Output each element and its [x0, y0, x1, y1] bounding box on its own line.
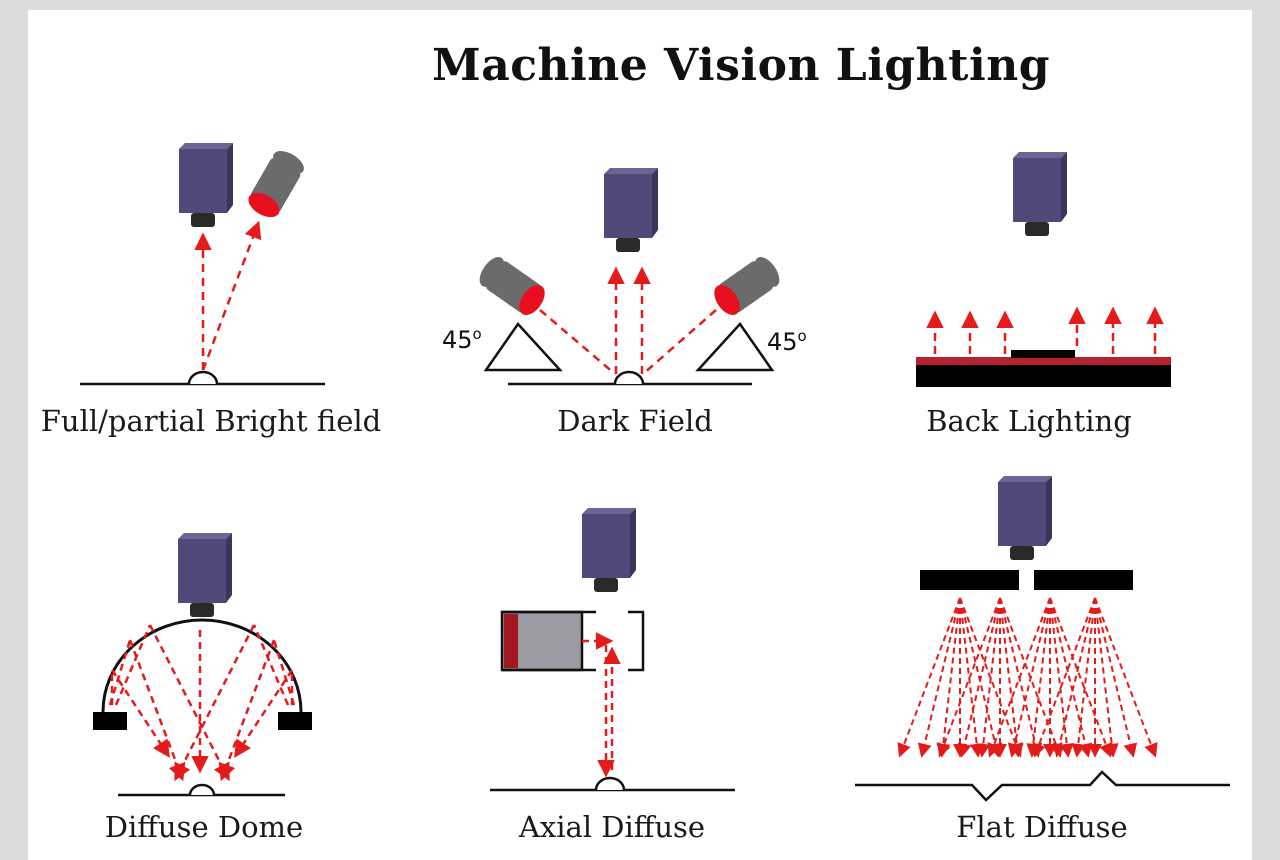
panel-label: Flat Diffuse: [956, 810, 1127, 844]
backlight-base: [916, 365, 1171, 387]
panel-bright-field: Full/partial Bright field: [41, 143, 381, 438]
light-ray: [999, 597, 1024, 758]
light-ray: [976, 597, 1001, 758]
camera-icon: [582, 508, 636, 592]
camera-icon: [604, 168, 658, 252]
light-ray: [1094, 597, 1119, 758]
light-rays: [926, 306, 1164, 354]
angle-indicator: [483, 322, 775, 372]
panel-diffuse-dome: Diffuse Dome: [93, 533, 312, 844]
axial-emitter: [504, 614, 518, 668]
panel-flat-diffuse: Flat Diffuse: [855, 476, 1230, 844]
panel-axial-diffuse: Axial Diffuse: [490, 508, 735, 844]
page-title: Machine Vision Lighting: [432, 40, 1050, 91]
camera-icon: [178, 533, 232, 617]
beam-splitter-frame: [502, 610, 645, 672]
spotlight-icon: [244, 146, 308, 223]
object-bump: [188, 783, 216, 796]
light-ray: [917, 597, 961, 758]
light-ray: [959, 597, 1003, 758]
angle-label-right: 45o: [767, 327, 807, 356]
light-rays: [897, 597, 1158, 758]
backlit-object: [1011, 350, 1075, 358]
light-ray: [1094, 597, 1138, 758]
light-ray: [1026, 597, 1051, 758]
panel-label: Diffuse Dome: [105, 810, 303, 844]
surface-line: [855, 770, 1230, 802]
light-ray: [1049, 597, 1093, 758]
light-ray: [1032, 597, 1096, 758]
light-rays: [539, 266, 717, 375]
light-ray: [1049, 597, 1113, 758]
panel-label: Dark Field: [557, 404, 713, 438]
light-ray: [1071, 597, 1096, 758]
object-bump: [594, 776, 626, 791]
backlight-panel: [916, 357, 1171, 365]
light-ray: [937, 597, 1001, 758]
spotlight-icon: [474, 252, 550, 320]
ring-light-right: [278, 712, 312, 730]
light-ray: [1007, 597, 1051, 758]
light-ray: [1094, 597, 1158, 758]
panel-back-lighting: Back Lighting: [916, 152, 1171, 438]
camera-icon: [179, 143, 233, 227]
light-ray: [936, 597, 961, 758]
light-ray: [959, 597, 984, 758]
light-rays: [108, 624, 296, 782]
panel-dark-field: 45o 45o Dark Field: [442, 168, 807, 438]
flat-light-left: [920, 570, 1019, 590]
panel-label: Axial Diffuse: [518, 810, 705, 844]
light-ray: [897, 597, 961, 758]
light-ray: [1052, 597, 1096, 758]
light-ray: [987, 597, 1051, 758]
light-ray: [959, 597, 1023, 758]
ring-light-left: [93, 712, 127, 730]
light-ray: [957, 597, 1001, 758]
object-bump: [613, 370, 645, 385]
panel-label: Back Lighting: [926, 404, 1132, 438]
angle-label-left: 45o: [442, 325, 482, 354]
light-rays: [194, 220, 262, 371]
camera-icon: [1013, 152, 1067, 236]
spotlight-icon: [709, 252, 785, 320]
light-ray: [1049, 597, 1074, 758]
light-rays: [582, 632, 621, 778]
panel-label: Full/partial Bright field: [41, 404, 381, 438]
object-bump: [187, 370, 219, 385]
flat-light-right: [1034, 570, 1133, 590]
camera-icon: [998, 476, 1052, 560]
